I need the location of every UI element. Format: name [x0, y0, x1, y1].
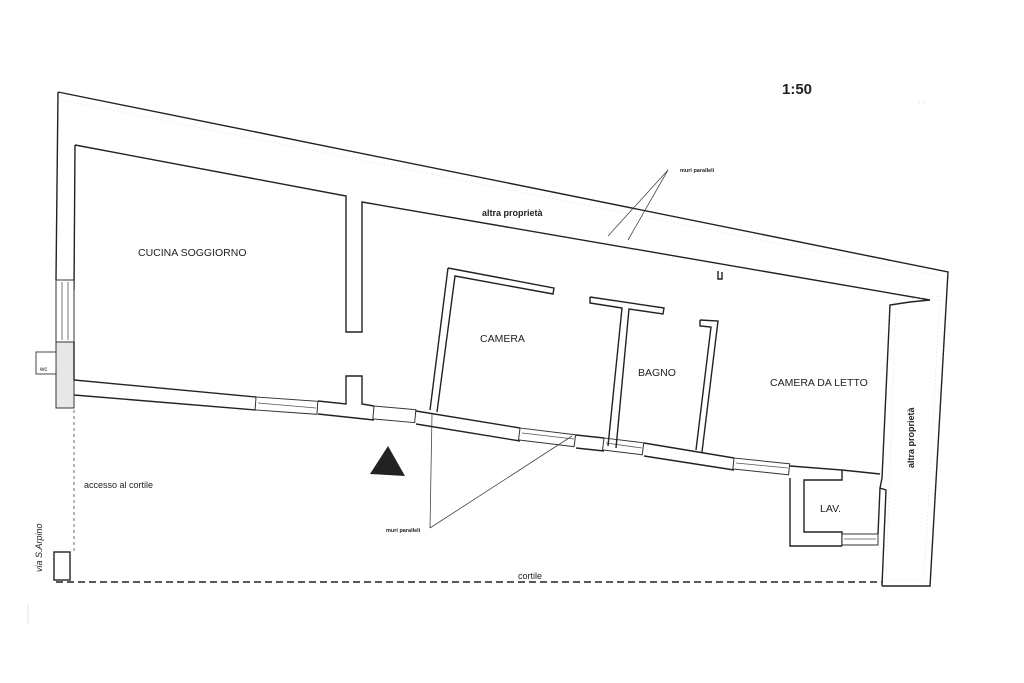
- lower-inner-wall: [73, 375, 881, 547]
- label-muri-paralleli-bottom: muri paralleli: [386, 528, 421, 534]
- room-label-lav: LAV.: [820, 503, 841, 515]
- right-hatch-zone: [885, 295, 941, 581]
- window-letto: [732, 457, 791, 476]
- door-entry: [372, 405, 417, 424]
- faint-mark: · ·: [918, 99, 925, 106]
- window-camera: [517, 427, 577, 448]
- label-cortile: cortile: [518, 571, 542, 581]
- cortile-boundary: [53, 410, 882, 583]
- bagno-walls: [589, 296, 719, 453]
- camera-walls: [429, 267, 555, 413]
- room-label-bagno: BAGNO: [638, 367, 676, 379]
- wc-box: wc: [35, 351, 57, 375]
- label-via: via S.Arpino: [34, 523, 44, 572]
- label-accesso-cortile: accesso al cortile: [84, 480, 153, 490]
- room-label-camera: CAMERA: [480, 333, 525, 345]
- window-bagno: [601, 437, 645, 456]
- upper-inner-wall: [73, 144, 931, 587]
- left-wall-pier: [55, 341, 75, 409]
- room-label-camera-da-letto: CAMERA DA LETTO: [770, 377, 868, 389]
- left-window: [55, 279, 75, 343]
- muri-paralleli-bottom-leader: [429, 413, 573, 529]
- label-muri-paralleli-top: muri paralleli: [680, 168, 715, 174]
- left-wall: [55, 279, 75, 409]
- scale-label: 1:50: [782, 81, 812, 98]
- label-altra-proprieta-right: altra proprietà: [906, 406, 916, 468]
- outer-boundary: [55, 91, 949, 587]
- north-arrow-icon: [370, 446, 405, 476]
- gate-pier: [53, 551, 71, 581]
- muri-paralleli-top-leader: [607, 169, 669, 241]
- window-lav: [841, 533, 879, 546]
- wc-label: wc: [39, 367, 47, 373]
- label-altra-proprieta-top: altra proprietà: [482, 208, 544, 218]
- room-label-cucina-soggiorno: CUCINA SOGGIORNO: [138, 247, 247, 259]
